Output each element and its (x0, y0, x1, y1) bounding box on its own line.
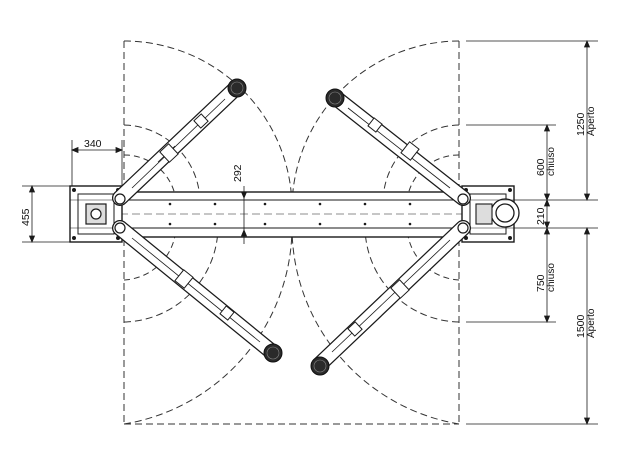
dim-long-open-label: Aperto (586, 308, 597, 338)
dim-arm-width-label: 340 (84, 138, 102, 150)
base-beam (119, 191, 466, 238)
dim-gap-right (543, 198, 551, 230)
column-right-icon (461, 185, 520, 243)
dim-long-closed (543, 226, 551, 324)
dim-short-closed (543, 123, 551, 202)
dim-extension-lines-right (466, 40, 598, 425)
pad-rear-right (310, 356, 330, 376)
arm-front-left (112, 80, 244, 206)
lift-arm-icon (112, 80, 471, 372)
arm-rear-left (112, 220, 280, 360)
dim-column-width (22, 184, 70, 244)
dim-beam-gap-label: 292 (232, 164, 244, 182)
dim-long-closed-value: 750 (535, 274, 547, 292)
pad-rear-left (263, 343, 283, 363)
lift-pad-icon (227, 78, 345, 376)
dim-long-open (583, 226, 591, 426)
beam-bolts (168, 202, 412, 226)
dim-short-open (583, 39, 591, 202)
pad-front-left (227, 78, 247, 98)
dim-short-closed-value: 600 (535, 158, 547, 176)
dim-column-width-label: 455 (20, 208, 32, 226)
dim-short-closed-label: chiuso (546, 147, 557, 176)
arm-front-right (328, 90, 471, 206)
dim-long-closed-label: chiuso (546, 263, 557, 292)
arm-rear-right (312, 220, 471, 372)
dim-arm-width (70, 140, 124, 186)
dim-short-open-value: 1250 (575, 112, 587, 136)
pad-front-right (325, 88, 345, 108)
dim-short-open-label: Aperto (586, 106, 597, 136)
dim-gap-right-label: 210 (535, 207, 547, 225)
dim-beam-gap (240, 186, 248, 244)
dim-long-open-value: 1500 (575, 314, 587, 338)
